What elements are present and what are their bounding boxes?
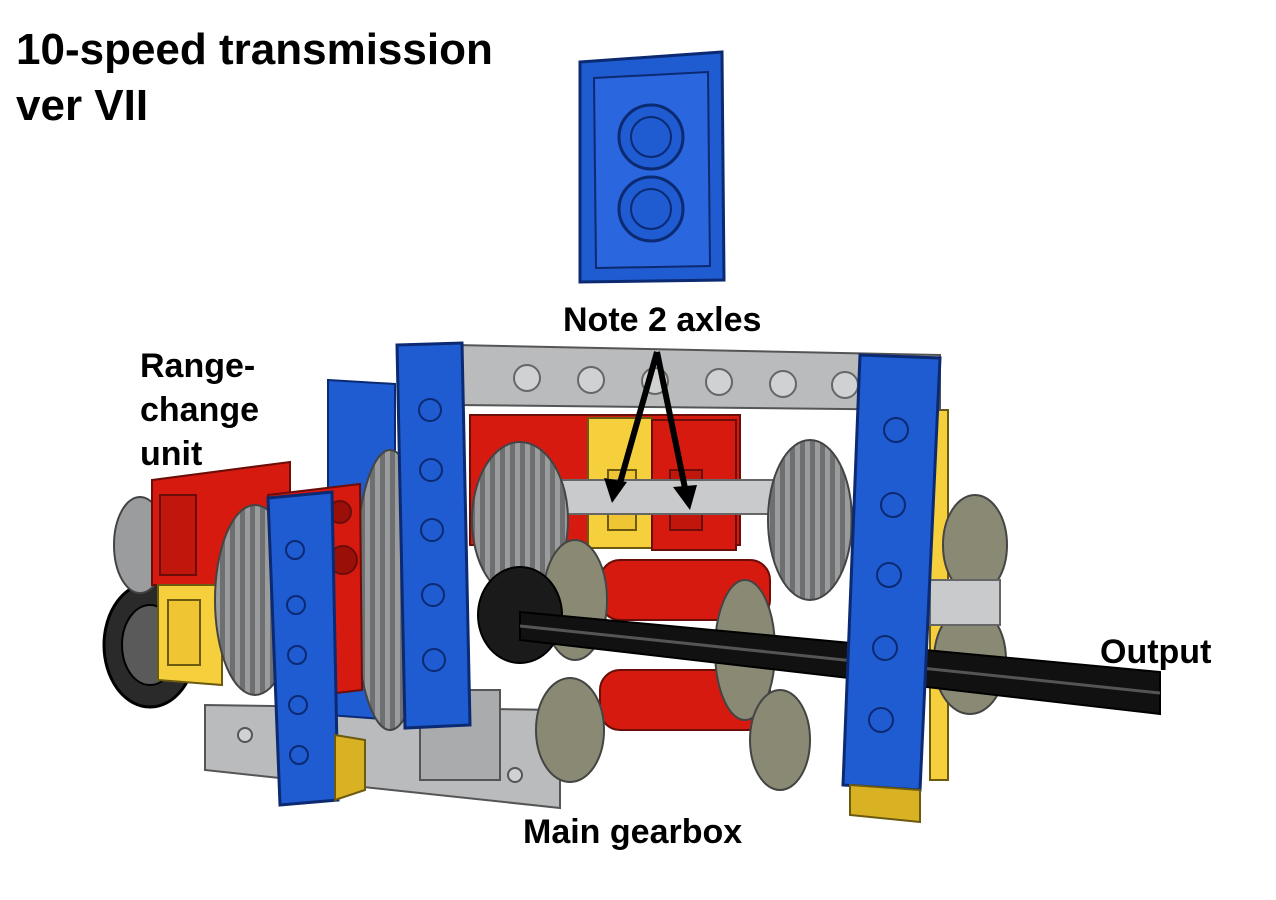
output-label: Output [1100, 633, 1212, 671]
arrowheads [604, 478, 697, 510]
range-change-label: Range- change unit [140, 347, 260, 473]
gray-top-beam [454, 343, 941, 412]
diagram-title: 10-speed transmission ver VII [16, 25, 493, 130]
front-blue-beams [395, 341, 942, 824]
blue-plate-2x1 [578, 50, 726, 284]
output-axle [519, 610, 1161, 716]
note-axles-label: Note 2 axles [563, 301, 762, 339]
main-gearbox-label: Main gearbox [523, 813, 743, 851]
range-change-unit [102, 460, 366, 807]
note-arrows [615, 351, 690, 499]
